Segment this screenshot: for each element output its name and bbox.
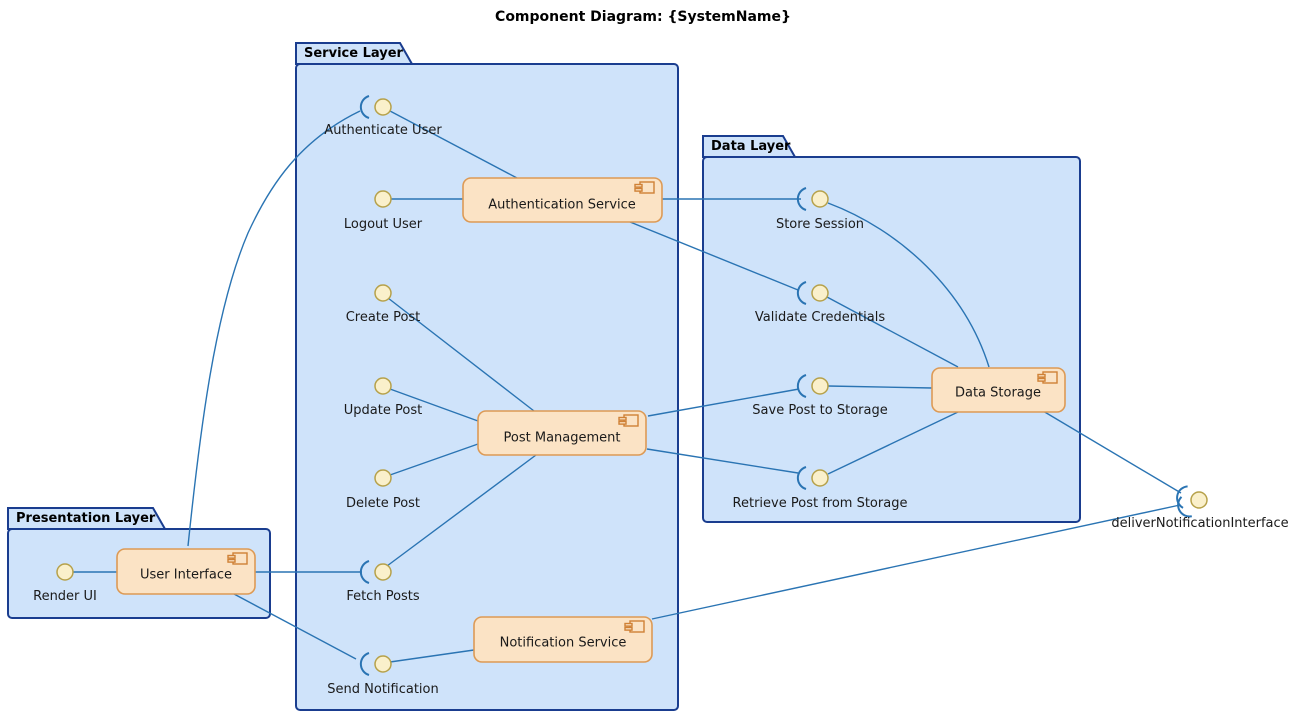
retrieve-post-from-storage-interface-circle	[811, 469, 829, 487]
edge-data-storage-to-deliver-notification-interface	[1042, 410, 1182, 494]
edge-save-post-to-storage-to-data-storage	[827, 385, 933, 389]
send-notification-label: Send Notification	[327, 682, 439, 697]
data-layer-package	[702, 135, 1081, 523]
store-session-interface-circle	[811, 190, 829, 208]
service-layer-body	[295, 63, 679, 711]
service-layer-package	[295, 42, 679, 711]
authenticate-user-label: Authenticate User	[324, 123, 442, 138]
deliver-notification-interface-label: deliverNotificationInterface	[1111, 516, 1289, 531]
edge-user-interface-to-authenticate-user	[187, 110, 361, 547]
send-notification-interface-circle	[374, 655, 392, 673]
validate-credentials-label: Validate Credentials	[754, 310, 886, 325]
create-post-interface-circle	[374, 284, 392, 302]
user-interface-component	[116, 548, 256, 595]
create-post-label: Create Post	[345, 310, 421, 325]
post-management-label: Post Management	[503, 430, 621, 446]
fetch-posts-interface-circle	[374, 563, 392, 581]
post-management-component	[477, 410, 647, 456]
save-post-to-storage-label: Save Post to Storage	[752, 403, 888, 418]
data-storage-component	[931, 367, 1066, 413]
data-storage-label: Data Storage	[954, 385, 1042, 401]
edge-post-management-to-retrieve-post-from-storage	[646, 448, 799, 474]
authenticate-user-interface-circle	[374, 98, 392, 116]
edge-store-session-to-data-storage	[827, 202, 990, 368]
update-post-interface-circle	[374, 377, 392, 395]
component-icon	[618, 414, 639, 427]
data-layer-title: Data Layer	[711, 139, 791, 154]
edge-authentication-service-to-validate-credentials	[629, 221, 799, 291]
edge-notification-service-to-deliver-notification-interface	[651, 504, 1181, 620]
component-icon	[624, 620, 645, 633]
save-post-to-storage-socket-icon	[796, 374, 807, 398]
service-layer-title: Service Layer	[304, 46, 403, 61]
render-ui-interface-circle	[56, 563, 74, 581]
edge-send-notification-to-notification-service	[389, 649, 475, 663]
deliver-notification-socket-icon-upper	[1177, 496, 1192, 518]
update-post-label: Update Post	[343, 403, 423, 418]
retrieve-post-from-storage-socket-icon	[796, 466, 807, 490]
component-icon	[634, 181, 655, 194]
edge-create-post-to-post-management	[387, 297, 535, 412]
user-interface-label: User Interface	[140, 567, 232, 583]
edge-authenticate-user-to-authentication-service	[389, 110, 518, 179]
edge-fetch-posts-to-post-management	[386, 454, 537, 567]
validate-credentials-interface-circle	[811, 284, 829, 302]
fetch-posts-label: Fetch Posts	[346, 589, 420, 604]
validate-credentials-socket-icon	[796, 281, 807, 305]
edge-post-management-to-save-post-to-storage	[647, 388, 800, 417]
component-icon	[1037, 371, 1058, 384]
edge-validate-credentials-to-data-storage	[826, 296, 959, 368]
authentication-service-component	[462, 177, 663, 223]
store-session-socket-icon	[796, 187, 807, 211]
render-ui-label: Render UI	[33, 589, 97, 604]
notification-service-label: Notification Service	[499, 635, 627, 651]
deliver-notification-socket-icon-lower	[1176, 485, 1188, 509]
edge-delete-post-to-post-management	[389, 443, 479, 476]
logout-user-interface-circle	[374, 190, 392, 208]
notification-service-component	[473, 616, 653, 663]
logout-user-label: Logout User	[343, 217, 423, 232]
edge-update-post-to-post-management	[389, 388, 479, 422]
authentication-service-label: Authentication Service	[488, 197, 636, 213]
data-layer-body	[702, 156, 1081, 523]
edge-retrieve-post-from-storage-to-data-storage	[827, 411, 959, 475]
delete-post-interface-circle	[374, 469, 392, 487]
presentation-layer-title: Presentation Layer	[16, 511, 156, 526]
retrieve-post-from-storage-label: Retrieve Post from Storage	[732, 496, 908, 511]
store-session-label: Store Session	[775, 217, 865, 232]
send-notification-socket-icon	[359, 652, 370, 676]
authenticate-user-socket-icon	[359, 95, 370, 119]
edge-user-interface-to-send-notification	[233, 593, 357, 660]
deliver-notification-interface-circle	[1190, 491, 1208, 509]
fetch-posts-socket-icon	[359, 560, 370, 584]
delete-post-label: Delete Post	[345, 496, 421, 511]
save-post-to-storage-interface-circle	[811, 377, 829, 395]
component-icon	[227, 552, 248, 565]
diagram-title: Component Diagram: {SystemName}	[495, 9, 791, 25]
